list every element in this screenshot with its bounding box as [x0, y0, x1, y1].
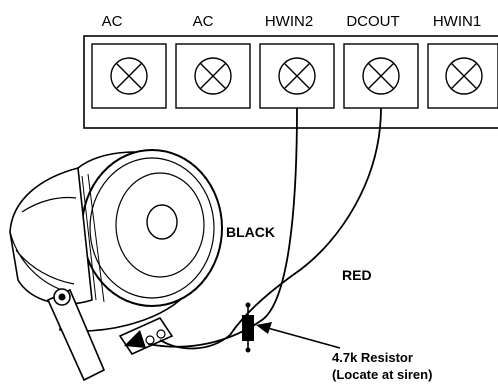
terminal-ac-2 — [175, 43, 251, 109]
arrow-icon — [256, 322, 272, 334]
resistor-icon — [242, 302, 254, 353]
terminal-ac-1 — [91, 43, 167, 109]
black-wire — [147, 107, 298, 348]
siren-icon — [9, 149, 223, 382]
terminal-label-ac-2: AC — [193, 13, 214, 30]
black-wire-label: BLACK — [226, 224, 275, 240]
terminal-label-hwin1: HWIN1 — [433, 13, 481, 30]
resistor-note-line2: (Locate at siren) — [332, 367, 432, 382]
resistor-note-line1: 4.7k Resistor — [332, 350, 413, 365]
terminal-label-dcout: DCOUT — [346, 13, 399, 30]
red-wire-label: RED — [342, 267, 372, 283]
terminal-label-ac-1: AC — [102, 13, 123, 30]
terminal-hwin2 — [259, 43, 335, 109]
red-wire — [159, 107, 382, 350]
terminal-label-hwin2: HWIN2 — [265, 13, 313, 30]
terminal-dcout — [343, 43, 419, 109]
terminal-hwin1 — [427, 43, 498, 109]
resistor-callout-line — [263, 326, 341, 349]
